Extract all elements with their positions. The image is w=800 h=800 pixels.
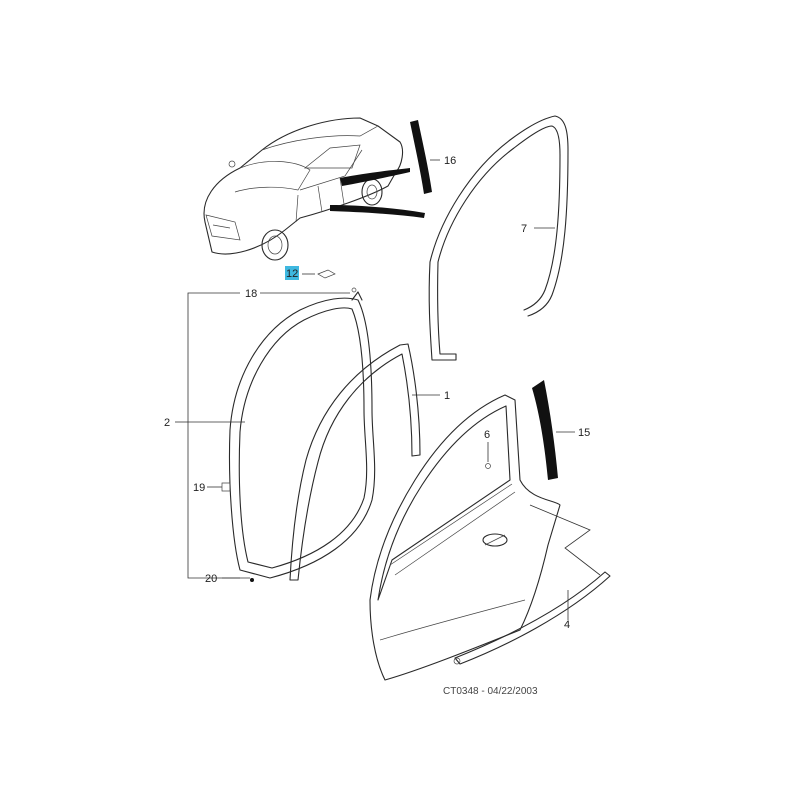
part-2-door-weatherstrip: [228, 291, 376, 579]
callout-2: 2: [164, 417, 170, 429]
part-7-weatherstrip: [428, 115, 569, 361]
callout-15: 15: [578, 427, 590, 439]
callout-7: 7: [521, 223, 527, 235]
callout-20: 20: [205, 573, 217, 585]
part-15-pillar-strip: [532, 380, 575, 480]
callout-12-highlight: 12: [285, 266, 299, 280]
front-door-panel: [369, 394, 561, 681]
callout-12: 12: [286, 268, 298, 280]
vehicle-overview: [203, 117, 425, 261]
part-16-strip: [410, 120, 440, 194]
callout-16: 16: [444, 155, 456, 167]
callout-12-badge: [285, 266, 299, 280]
part-6-screw: [485, 442, 491, 469]
callout-18: 18: [245, 288, 257, 300]
part-4-door-moulding: [453, 504, 611, 665]
part-1-glass-run: [289, 343, 440, 581]
drawing-code: CT0348 - 04/22/2003: [443, 686, 538, 697]
callout-4: 4: [564, 619, 570, 631]
callout-6: 6: [484, 429, 490, 441]
assembly-bracket: [175, 287, 357, 582]
callout-1: 1: [444, 390, 450, 402]
callout-19: 19: [193, 482, 205, 494]
part-12-clip: [302, 269, 336, 279]
